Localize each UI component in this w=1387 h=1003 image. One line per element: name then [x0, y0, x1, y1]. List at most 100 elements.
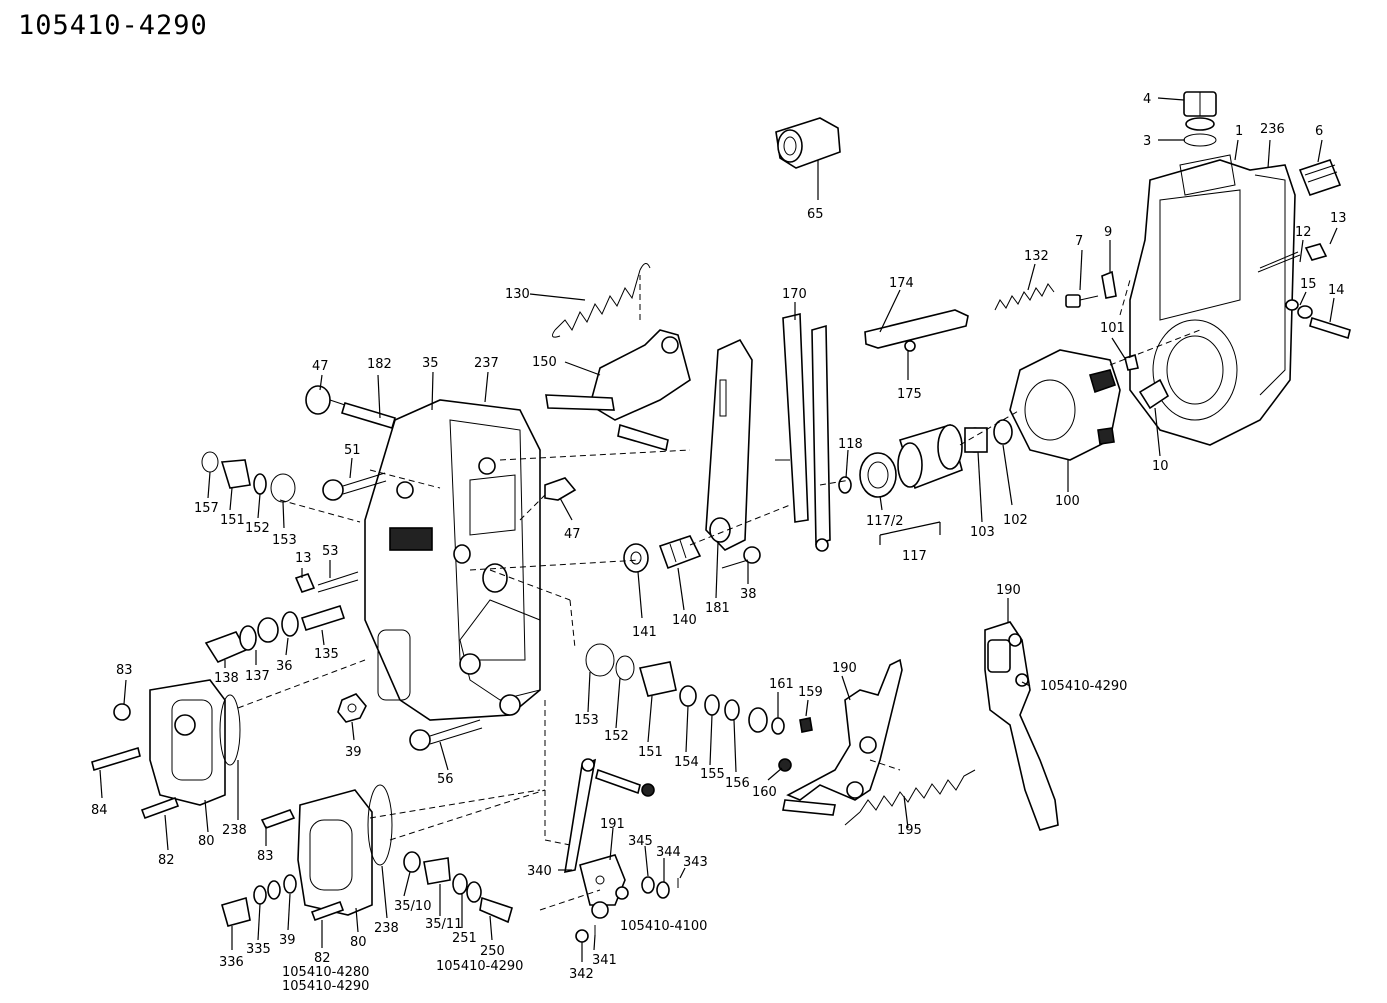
clip-9 — [1101, 270, 1117, 299]
callout-4: 4 — [1143, 92, 1151, 107]
callout-35: 35 — [422, 356, 439, 371]
callout-35-11: 35/11 — [425, 917, 462, 932]
spring-195 — [844, 769, 976, 826]
callout-342: 342 — [569, 967, 594, 982]
callout-118: 118 — [838, 437, 863, 452]
callout-82-bottom: 82 — [314, 951, 331, 966]
callout-154: 154 — [674, 755, 699, 770]
plug-151 — [201, 451, 296, 503]
screw-53 — [294, 571, 359, 593]
governor-housing — [1129, 154, 1296, 446]
callout-9: 9 — [1104, 225, 1112, 240]
callout-336: 336 — [219, 955, 244, 970]
link-181 — [705, 338, 753, 551]
bolt-47 — [305, 385, 396, 429]
bolt-14-15 — [1285, 299, 1351, 340]
callout-12: 12 — [1295, 225, 1312, 240]
callout-6: 6 — [1315, 124, 1323, 139]
callout-238-bottom: 238 — [374, 921, 399, 936]
callout-82-top: 82 — [158, 853, 175, 868]
bolt-47-right — [544, 477, 577, 501]
callout-36: 36 — [276, 659, 293, 674]
callout-137: 137 — [245, 669, 270, 684]
bolt-7 — [1065, 294, 1099, 308]
callout-1: 1 — [1235, 124, 1243, 139]
callout-117-2: 117/2 — [866, 514, 903, 529]
callout-155: 155 — [700, 767, 725, 782]
callout-39-bottom: 39 — [279, 933, 296, 948]
stop-shaft-parts — [585, 643, 813, 772]
callout-138: 138 — [214, 671, 239, 686]
callout-100: 100 — [1055, 494, 1080, 509]
callout-335: 335 — [246, 942, 271, 957]
callout-170: 170 — [782, 287, 807, 302]
callout-153-mid: 153 — [574, 713, 599, 728]
bolt-51 — [322, 472, 387, 501]
callout-152-mid: 152 — [604, 729, 629, 744]
adjust-screw-250 — [403, 851, 513, 924]
callout-135: 135 — [314, 647, 339, 662]
callout-103: 103 — [970, 525, 995, 540]
callout-80-top: 80 — [198, 834, 215, 849]
ref-105410-4290-bottom-mid: 105410-4290 — [436, 959, 523, 974]
callout-345: 345 — [628, 834, 653, 849]
callout-174: 174 — [889, 276, 914, 291]
callout-65: 65 — [807, 207, 824, 222]
callout-156: 156 — [725, 776, 750, 791]
flyweight-assy-100 — [1009, 349, 1121, 461]
callout-236: 236 — [1260, 122, 1285, 137]
callout-340: 340 — [527, 864, 552, 879]
callout-250: 250 — [480, 944, 505, 959]
callout-51: 51 — [344, 443, 361, 458]
callout-7: 7 — [1075, 234, 1083, 249]
spring-132 — [994, 283, 1055, 311]
callout-343: 343 — [683, 855, 708, 870]
callout-152-left: 152 — [245, 521, 270, 536]
callout-83-bottom: 83 — [257, 849, 274, 864]
ref-105410-4100: 105410-4100 — [620, 919, 707, 934]
pin-101 — [1124, 353, 1139, 371]
callout-151-left: 151 — [220, 513, 245, 528]
callout-13: 13 — [1330, 211, 1347, 226]
lever-170 — [775, 312, 831, 552]
screw-140 — [658, 535, 702, 570]
leader-lines — [99, 97, 1338, 962]
callout-102: 102 — [1003, 513, 1028, 528]
callout-238-top: 238 — [222, 823, 247, 838]
callout-39-mid: 39 — [345, 745, 362, 760]
callout-181: 181 — [705, 601, 730, 616]
callout-84: 84 — [91, 803, 108, 818]
callout-157: 157 — [194, 501, 219, 516]
callout-47-right: 47 — [564, 527, 581, 542]
callout-47-top: 47 — [312, 359, 329, 374]
callout-56: 56 — [437, 772, 454, 787]
lever-191-assy — [564, 758, 679, 943]
callout-53: 53 — [322, 544, 339, 559]
cap-138-screw-135 — [204, 605, 346, 664]
callout-160: 160 — [752, 785, 777, 800]
ref-105410-4290-right: 105410-4290 — [1040, 679, 1127, 694]
callout-140: 140 — [672, 613, 697, 628]
bolt-56 — [409, 694, 521, 751]
callout-190-right: 190 — [996, 583, 1021, 598]
callout-159: 159 — [798, 685, 823, 700]
nut-65 — [775, 117, 841, 169]
callout-35-10: 35/10 — [394, 899, 431, 914]
nut-141 — [623, 543, 649, 573]
nut-39 — [337, 693, 367, 723]
callout-341: 341 — [592, 953, 617, 968]
callout-237: 237 — [474, 356, 499, 371]
callout-labels: 4 3 1 236 6 65 13 12 15 14 7 9 132 174 1… — [91, 92, 1347, 994]
end-cover-80b — [221, 784, 393, 927]
lever-150 — [545, 329, 691, 452]
assembly-guide-lines — [237, 275, 1201, 911]
callout-175: 175 — [897, 387, 922, 402]
callout-15: 15 — [1300, 277, 1317, 292]
cover-35 — [364, 399, 541, 721]
callout-195: 195 — [897, 823, 922, 838]
callout-190-mid: 190 — [832, 661, 857, 676]
stop-lever-190a — [782, 658, 903, 816]
plug-6 — [1298, 159, 1342, 196]
callout-151-mid: 151 — [638, 745, 663, 760]
